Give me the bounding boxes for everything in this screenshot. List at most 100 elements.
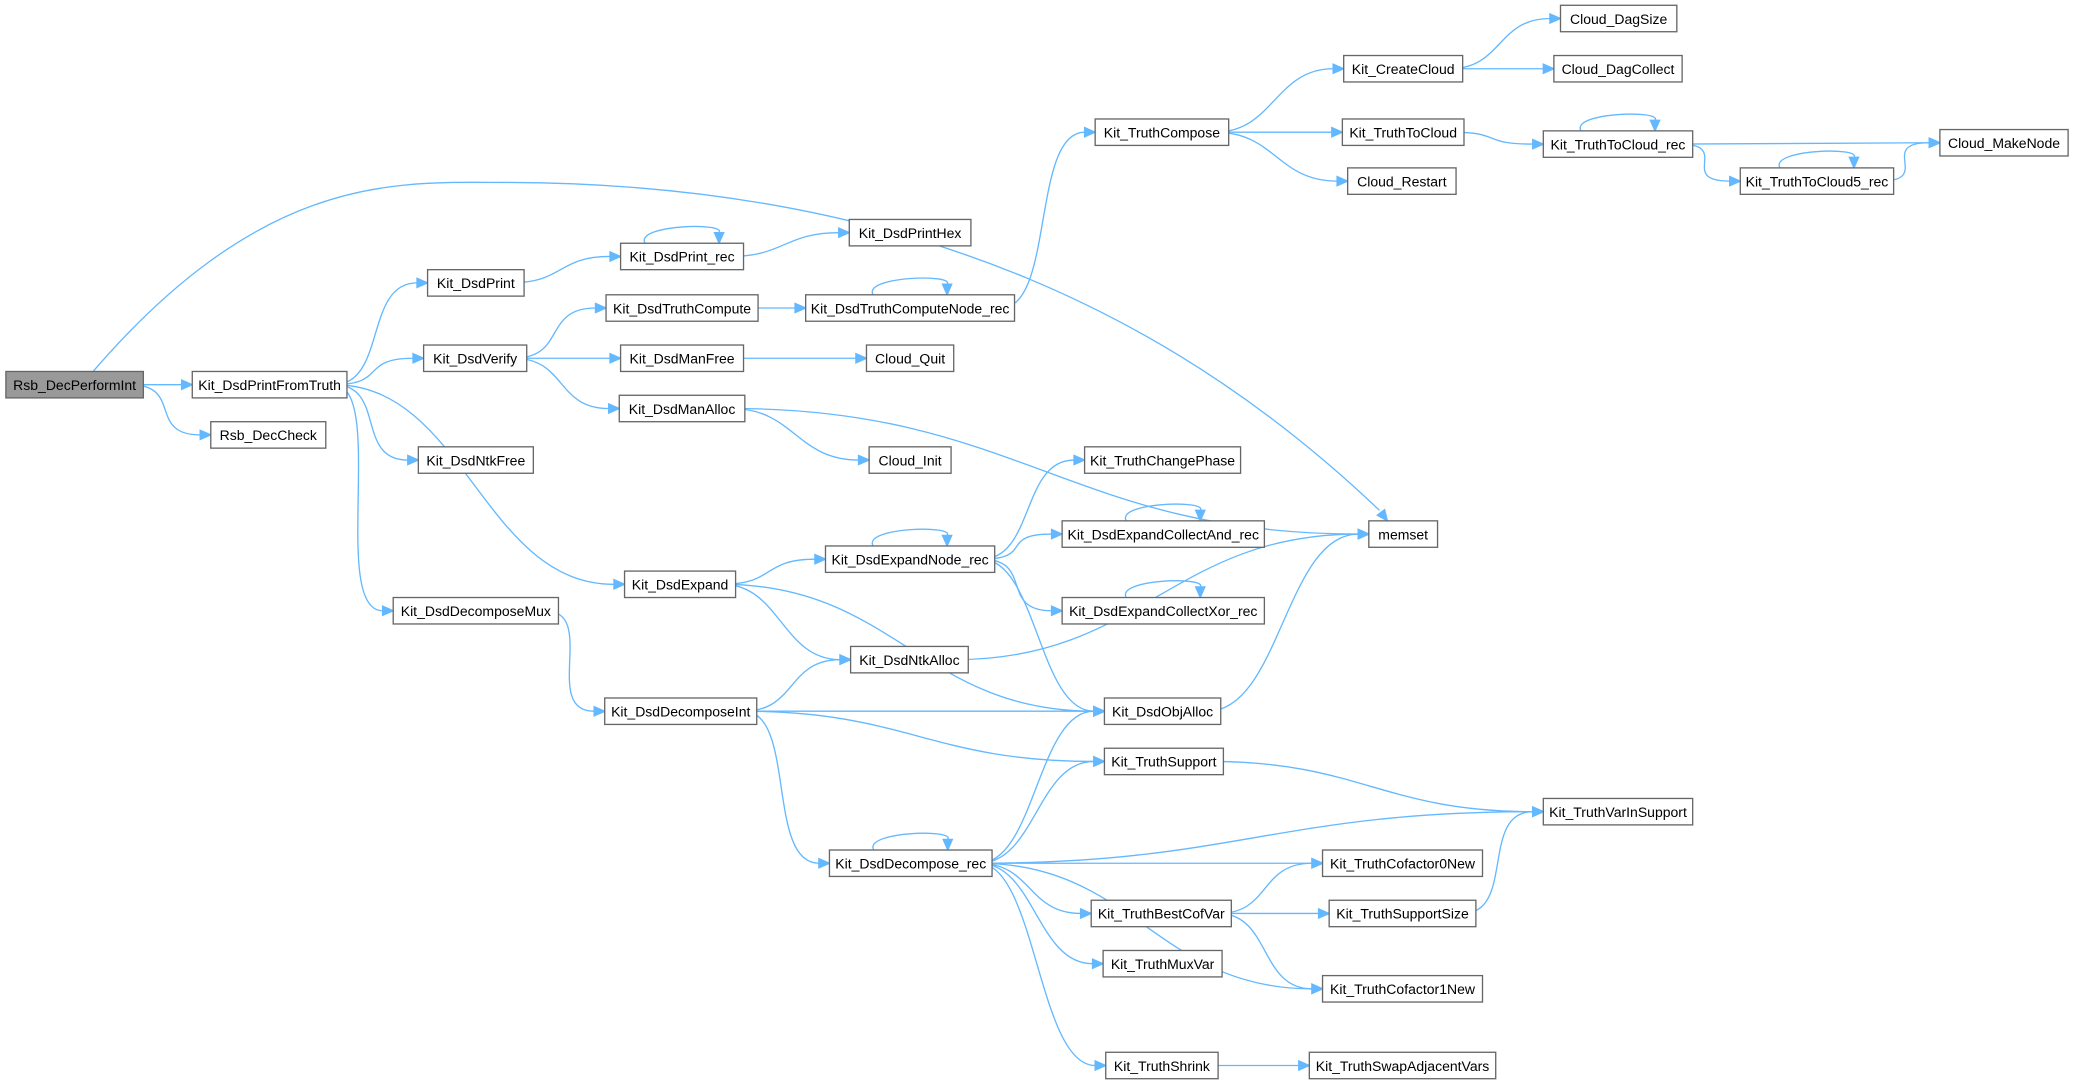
node-cloud-make-node[interactable]: Cloud_MakeNode [1939, 128, 2069, 157]
node-kit-truth-to-cloud[interactable]: Kit_TruthToCloud [1341, 118, 1465, 147]
node-label: Kit_DsdExpandCollectXor_rec [1069, 603, 1257, 619]
node-label: Kit_DsdPrint_rec [630, 249, 735, 265]
node-kit-dsd-expand[interactable]: Kit_DsdExpand [623, 570, 737, 599]
arrowhead-icon [1532, 138, 1545, 150]
node-cloud-quit[interactable]: Cloud_Quit [865, 344, 955, 373]
edge-kit-dsd-decompose-rec-to-kit-truth-shrink [978, 862, 1108, 1072]
node-kit-truth-change-phase[interactable]: Kit_TruthChangePhase [1083, 446, 1242, 474]
node-kit-truth-support-size[interactable]: Kit_TruthSupportSize [1328, 899, 1477, 928]
node-label: Kit_DsdDecomposeMux [401, 603, 551, 619]
arrowhead-icon [941, 534, 953, 548]
arrowhead-icon [1194, 586, 1206, 600]
node-kit-truth-cofactor1-new[interactable]: Kit_TruthCofactor1New [1321, 974, 1484, 1003]
node-kit-truth-shrink[interactable]: Kit_TruthShrink [1105, 1051, 1219, 1080]
arrowhead-icon [818, 857, 832, 869]
node-kit-truth-var-in-support[interactable]: Kit_TruthVarInSupport [1542, 797, 1694, 826]
edge-kit-dsd-decompose-rec-to-kit-dsd-obj-alloc [978, 705, 1107, 864]
edge-kit-dsd-verify-to-kit-dsd-truth-compute [513, 302, 608, 359]
arrowhead-icon [1091, 958, 1105, 970]
node-label: Kit_TruthCofactor1New [1330, 981, 1476, 997]
arrowhead-icon [1093, 755, 1107, 768]
node-cloud-dag-collect[interactable]: Cloud_DagCollect [1553, 54, 1683, 83]
node-kit-create-cloud[interactable]: Kit_CreateCloud [1343, 54, 1464, 83]
edge-kit-dsd-ntk-alloc-to-memset [955, 528, 1371, 661]
node-kit-dsd-print-hex[interactable]: Kit_DsdPrintHex [848, 218, 972, 247]
edge-kit-dsd-print-from-truth-to-kit-dsd-decompose-mux [333, 384, 395, 617]
node-kit-truth-swap-adjacent-vars[interactable]: Kit_TruthSwapAdjacentVars [1308, 1051, 1497, 1080]
node-label: Kit_DsdPrint [437, 275, 515, 291]
node-cloud-dag-size[interactable]: Cloud_DagSize [1559, 4, 1678, 33]
arrowhead-icon [1050, 605, 1064, 617]
node-label: Kit_DsdTruthCompute [613, 300, 751, 316]
node-label: Kit_DsdPrintFromTruth [198, 377, 341, 393]
node-kit-dsd-man-free[interactable]: Kit_DsdManFree [619, 344, 745, 373]
node-label: Kit_TruthToCloud [1349, 124, 1457, 140]
arrowhead-icon [1094, 1059, 1108, 1072]
node-cloud-init[interactable]: Cloud_Init [868, 446, 952, 474]
node-kit-dsd-verify[interactable]: Kit_DsdVerify [422, 344, 528, 373]
node-kit-dsd-truth-compute-node-rec[interactable]: Kit_DsdTruthComputeNode_rec [804, 294, 1016, 322]
node-kit-truth-cofactor0-new[interactable]: Kit_TruthCofactor0New [1321, 849, 1484, 878]
node-kit-dsd-decompose-int[interactable]: Kit_DsdDecomposeInt [604, 697, 758, 726]
node-kit-truth-mux-var[interactable]: Kit_TruthMuxVar [1102, 949, 1223, 978]
arrowhead-icon [713, 232, 725, 245]
edge-kit-truth-to-cloud-rec-to-kit-truth-to-cloud5-rec [1679, 143, 1742, 187]
node-label: Cloud_MakeNode [1948, 135, 2060, 151]
edge-kit-dsd-decompose-rec-to-kit-truth-mux-var [978, 862, 1105, 970]
arrowhead-icon [1298, 1059, 1311, 1072]
node-kit-dsd-truth-compute[interactable]: Kit_DsdTruthCompute [605, 294, 759, 322]
node-label: Rsb_DecPerformInt [13, 377, 136, 393]
node-rsb-dec-perform-int[interactable]: Rsb_DecPerformInt [5, 370, 145, 399]
node-kit-dsd-decompose-mux[interactable]: Kit_DsdDecomposeMux [392, 596, 560, 625]
edge-kit-dsd-decompose-rec-to-kit-truth-support [978, 755, 1107, 864]
node-kit-truth-to-cloud5-rec[interactable]: Kit_TruthToCloud5_rec [1739, 167, 1895, 195]
arrowhead-icon [1848, 156, 1860, 170]
node-kit-dsd-ntk-free[interactable]: Kit_DsdNtkFree [417, 446, 534, 474]
node-memset[interactable]: memset [1368, 520, 1439, 548]
edge-kit-dsd-expand-node-rec-to-kit-dsd-obj-alloc [981, 558, 1107, 717]
node-label: Kit_TruthToCloud_rec [1551, 136, 1686, 152]
arrowhead-icon [1331, 126, 1345, 138]
node-kit-dsd-decompose-rec[interactable]: Kit_DsdDecompose_rec [828, 849, 993, 878]
node-kit-truth-compose[interactable]: Kit_TruthCompose [1094, 118, 1230, 147]
node-kit-dsd-expand-node-rec[interactable]: Kit_DsdExpandNode_rec [824, 545, 996, 574]
arrowhead-icon [1729, 175, 1742, 187]
node-label: Kit_DsdManFree [630, 351, 735, 367]
edge-kit-dsd-man-free-to-cloud-quit [730, 352, 869, 364]
node-label: Kit_DsdVerify [433, 351, 517, 367]
node-kit-dsd-ntk-alloc[interactable]: Kit_DsdNtkAlloc [849, 645, 969, 674]
node-kit-dsd-man-alloc[interactable]: Kit_DsdManAlloc [618, 394, 746, 423]
node-kit-dsd-expand-collect-xor-rec[interactable]: Kit_DsdExpandCollectXor_rec [1061, 596, 1266, 625]
node-kit-dsd-print-rec[interactable]: Kit_DsdPrint_rec [619, 242, 745, 271]
arrowhead-icon [1649, 119, 1661, 133]
node-kit-dsd-print-from-truth[interactable]: Kit_DsdPrintFromTruth [191, 370, 348, 399]
node-label: Kit_TruthMuxVar [1111, 956, 1215, 972]
arrowhead-icon [1311, 983, 1325, 995]
edges-layer [92, 12, 1942, 1072]
arrowhead-icon [1332, 63, 1346, 75]
edge-kit-dsd-print-from-truth-to-kit-dsd-ntk-free [333, 384, 420, 466]
edge-kit-dsd-verify-to-kit-dsd-man-free [513, 352, 623, 364]
edge-kit-dsd-obj-alloc-to-memset [1207, 528, 1371, 712]
arrowhead-icon [839, 654, 853, 666]
arrowhead-icon [608, 402, 621, 415]
arrowhead-icon [1317, 907, 1331, 920]
edge-kit-dsd-man-alloc-to-cloud-init [731, 407, 871, 466]
node-cloud-restart[interactable]: Cloud_Restart [1346, 167, 1457, 195]
arrowhead-icon [594, 302, 608, 314]
edge-kit-dsd-truth-compute-node-rec-to-kit-truth-compose [1001, 126, 1097, 309]
node-label: Rsb_DecCheck [220, 427, 318, 443]
edge-rsb-dec-perform-int-to-kit-dsd-print-from-truth [130, 379, 194, 391]
node-kit-dsd-expand-collect-and-rec[interactable]: Kit_DsdExpandCollectAnd_rec [1061, 520, 1266, 548]
node-kit-truth-to-cloud-rec[interactable]: Kit_TruthToCloud_rec [1542, 130, 1694, 158]
arrowhead-icon [609, 352, 623, 364]
node-label: Cloud_Init [879, 452, 942, 468]
node-label: Kit_TruthCofactor0New [1330, 856, 1476, 872]
edge-kit-dsd-decompose-rec-to-kit-truth-cofactor0-new [978, 857, 1325, 869]
node-kit-dsd-print[interactable]: Kit_DsdPrint [426, 269, 525, 297]
node-kit-truth-best-cof-var[interactable]: Kit_TruthBestCofVar [1090, 899, 1232, 928]
node-rsb-dec-check[interactable]: Rsb_DecCheck [210, 421, 327, 449]
node-kit-truth-support[interactable]: Kit_TruthSupport [1103, 747, 1225, 776]
arrowhead-icon [412, 352, 426, 364]
node-kit-dsd-obj-alloc[interactable]: Kit_DsdObjAlloc [1103, 697, 1222, 726]
